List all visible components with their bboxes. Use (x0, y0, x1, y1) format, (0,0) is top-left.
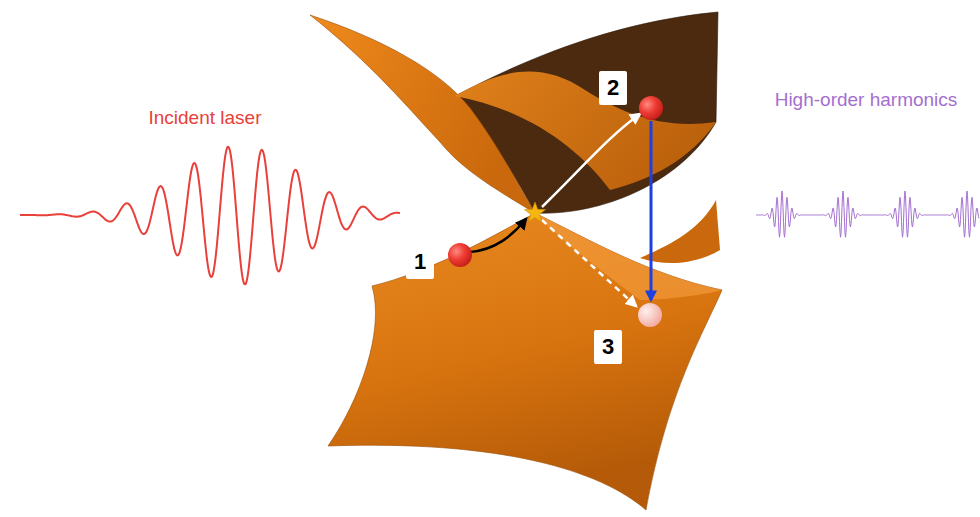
electron-dot (639, 96, 663, 120)
white-arrow (542, 114, 640, 207)
laser-pulse (20, 147, 400, 285)
black-arrow (470, 219, 526, 252)
hole-dot (638, 303, 662, 327)
callout-number: 1 (406, 245, 434, 279)
conduction-band-fold (455, 72, 716, 190)
callout-number: 3 (594, 330, 622, 364)
electron-dot (448, 243, 472, 267)
laser-label: Incident laser (148, 107, 261, 130)
conduction-band-front (310, 15, 535, 213)
harmonics-label: High-order harmonics (775, 89, 958, 112)
harmonic-pulses (756, 191, 979, 237)
crossing-star (525, 202, 546, 222)
callout-number: 2 (599, 71, 627, 105)
dashed-arrow (542, 220, 636, 306)
blue-arrow (650, 121, 653, 300)
